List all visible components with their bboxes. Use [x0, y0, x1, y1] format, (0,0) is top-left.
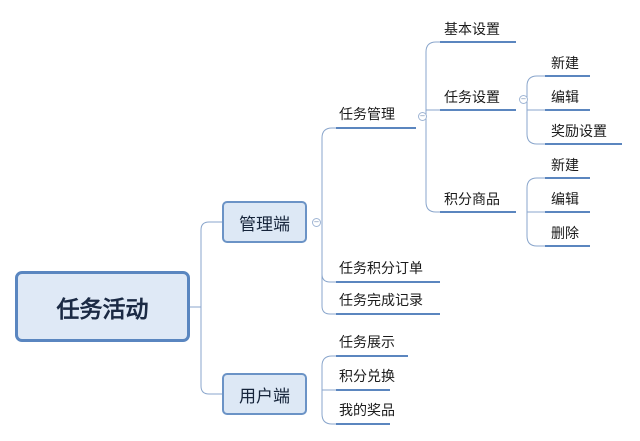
node-task-settings-new[interactable]: 新建	[551, 56, 579, 72]
collapse-icon-task-settings[interactable]: −	[519, 95, 528, 104]
node-points-goods-edit[interactable]: 编辑	[551, 192, 579, 208]
collapse-icon-task-mgmt[interactable]: −	[418, 112, 427, 121]
node-points-goods[interactable]: 积分商品	[444, 192, 500, 208]
node-points-goods-new[interactable]: 新建	[551, 158, 579, 174]
node-user[interactable]: 用户端	[222, 373, 307, 415]
node-admin[interactable]: 管理端	[222, 201, 307, 243]
node-points-goods-delete[interactable]: 删除	[551, 226, 579, 242]
node-points-orders[interactable]: 任务积分订单	[339, 261, 423, 277]
node-task-settings-reward[interactable]: 奖励设置	[551, 124, 607, 140]
root-node[interactable]: 任务活动	[15, 271, 190, 342]
collapse-icon-admin[interactable]: −	[312, 218, 321, 227]
node-my-prizes[interactable]: 我的奖品	[339, 403, 395, 419]
node-task-settings[interactable]: 任务设置	[444, 90, 500, 106]
node-basic-settings[interactable]: 基本设置	[444, 22, 500, 38]
node-completion-records[interactable]: 任务完成记录	[339, 293, 423, 309]
node-points-exchange[interactable]: 积分兑换	[339, 369, 395, 385]
node-task-mgmt[interactable]: 任务管理	[339, 107, 395, 123]
node-task-settings-edit[interactable]: 编辑	[551, 90, 579, 106]
node-task-display[interactable]: 任务展示	[339, 335, 395, 351]
